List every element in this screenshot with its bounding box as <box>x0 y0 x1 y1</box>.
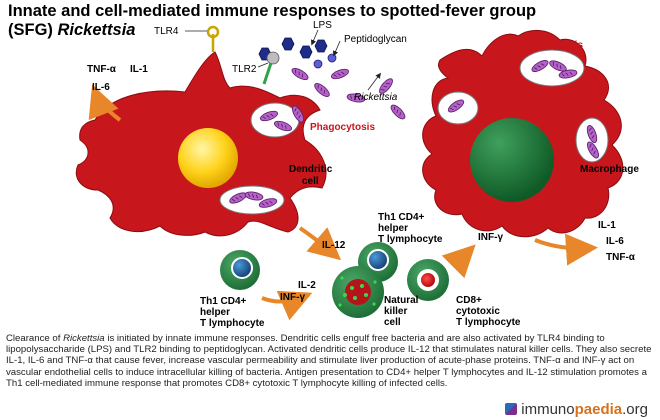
arrow-th1-to-nk <box>261 290 313 321</box>
label-peptidoglycan: Peptidoglycan <box>344 34 407 45</box>
phagosome-mac-1 <box>519 49 585 87</box>
label-th1-top-1: Th1 CD4+ <box>378 212 425 223</box>
rickettsia-free <box>312 80 332 100</box>
leader-peptidoglycan <box>333 40 341 57</box>
label-th1-top-2: helper <box>378 223 408 234</box>
label-tnf-alpha-left: TNF-α <box>87 64 117 75</box>
brand-mid: paedia <box>574 401 623 418</box>
label-tlr2: TLR2 <box>232 64 257 75</box>
caption-italic: Rickettsia <box>63 333 105 344</box>
rickettsia-free <box>289 65 311 83</box>
label-nk-2: killer <box>384 306 407 317</box>
arrow-il12 <box>298 226 342 261</box>
diagram-canvas: TNF-α IL-1 IL-6 TLR4 TLR2 LPS Peptidogly… <box>75 20 639 329</box>
label-nk-1: Natural <box>384 295 419 306</box>
caption-part-1: Clearance of <box>6 333 64 344</box>
immunopaedia-logo[interactable]: immunopaedia.org <box>505 401 648 418</box>
label-dendritic-1: Dendritic <box>289 164 333 175</box>
label-dendritic-2: cell <box>302 176 319 187</box>
title-line-2: (SFG) Rickettsia <box>8 21 658 40</box>
label-il1-right: IL-1 <box>598 220 616 231</box>
label-ifn-gamma-mid: INF-γ <box>478 232 503 243</box>
arrow-dc-cytokines <box>88 84 122 122</box>
label-il6-right: IL-6 <box>606 236 624 247</box>
brand-pre: immuno <box>521 401 575 418</box>
cd8-cytotoxic-lymphocyte <box>407 259 449 301</box>
brand-post: .org <box>622 401 648 418</box>
title-line-2-italic: Rickettsia <box>57 21 136 39</box>
th1-lymphocyte-top <box>358 242 398 282</box>
peptidoglycan-molecules <box>313 53 337 69</box>
label-il12: IL-12 <box>322 240 346 251</box>
natural-killer-cell <box>332 266 384 318</box>
caption-part-2: is initiated by innate immune responses.… <box>6 333 652 389</box>
label-cd8-1: CD8+ <box>456 295 482 306</box>
leader-lps <box>311 29 319 46</box>
label-il1-left: IL-1 <box>130 64 148 75</box>
label-tlr4: TLR4 <box>154 26 179 37</box>
tlr2-receptor <box>262 51 280 85</box>
label-nk-3: cell <box>384 317 401 328</box>
label-cd8-3: T lymphocyte <box>456 317 521 328</box>
label-il2: IL-2 <box>298 280 316 291</box>
label-cd8-2: cytotoxic <box>456 306 500 317</box>
label-th1-bottom-1: Th1 CD4+ <box>200 296 247 307</box>
label-il6-left: IL-6 <box>92 82 110 93</box>
label-lps: LPS <box>313 20 332 31</box>
leader-tlr2 <box>257 62 269 68</box>
label-th1-top-3: T lymphocyte <box>378 234 443 245</box>
macrophage-nucleus <box>470 118 554 202</box>
label-rickettsia: Rickettsia <box>354 92 398 103</box>
label-th1-bottom-2: helper <box>200 307 230 318</box>
title-line-2-plain: (SFG) <box>8 21 58 39</box>
phagosome-dc-1 <box>250 102 300 138</box>
arrow-to-ifn <box>441 244 476 279</box>
logo-icon <box>505 403 518 415</box>
figure-caption: Clearance of Rickettsia is initiated by … <box>6 333 656 399</box>
dendritic-nucleus <box>178 128 238 188</box>
label-tnf-alpha-right: TNF-α <box>606 252 636 263</box>
label-phagocytosis-right: Phagocytosis <box>518 40 583 51</box>
title-line-1: Innate and cell-mediated immune response… <box>8 2 537 20</box>
rickettsia-free <box>388 102 408 122</box>
label-th1-bottom-3: T lymphocyte <box>200 318 265 329</box>
figure-title: Innate and cell-mediated immune response… <box>8 2 658 40</box>
leader-rickettsia <box>367 72 381 91</box>
label-phagocytosis-left: Phagocytosis <box>310 122 375 133</box>
rickettsia-free <box>329 66 351 82</box>
label-macrophage: Macrophage <box>580 164 639 175</box>
tlr4-receptor <box>206 25 220 52</box>
th1-lymphocyte-bottom <box>220 250 260 290</box>
arrow-mac-cytokines <box>534 233 598 266</box>
label-ifn-gamma-low: INF-γ <box>280 292 305 303</box>
